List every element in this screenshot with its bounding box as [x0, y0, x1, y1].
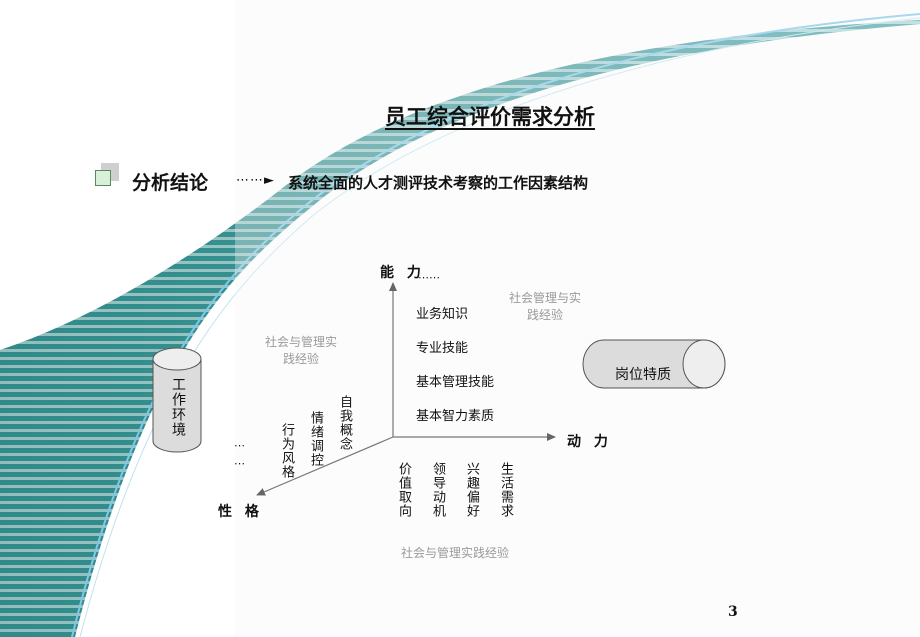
work-environment-cylinder [152, 347, 202, 453]
motivation-item-life-needs: 生活需求 [498, 462, 513, 518]
personality-item-ellipsis-2: ⋯ [234, 457, 245, 470]
ability-item-professional-skills: 专业技能 [416, 341, 469, 356]
page-title: 员工综合评价需求分析 [385, 104, 595, 129]
bullet-square-icon [95, 170, 111, 186]
ability-item-management-skills: 基本管理技能 [416, 375, 495, 390]
position-traits-cylinder [582, 339, 726, 389]
personality-axis [256, 436, 394, 496]
section-heading: 分析结论 [132, 172, 209, 194]
personality-item-ellipsis-1: ⋯ [234, 439, 245, 452]
social-practice-label-right: 社会管理与实践经验 [508, 291, 581, 322]
social-practice-label-left: 社会与管理实践经验 [264, 335, 337, 366]
ability-item-business-knowledge: 业务知识 [416, 307, 469, 322]
motivation-item-interests: 兴趣偏好 [464, 462, 479, 518]
social-practice-label-bottom: 社会与管理实践经验 [400, 546, 509, 560]
motivation-axis-label: 动 力 [567, 434, 612, 450]
section-subtitle: 系统全面的人才测评技术考察的工作因素结构 [288, 174, 589, 192]
motivation-item-values: 价值取向 [396, 462, 411, 518]
motivation-item-leadership: 领导动机 [430, 462, 445, 518]
page-number: 3 [728, 604, 738, 620]
ability-item-ellipsis: ⋯⋯ [418, 271, 440, 284]
position-traits-label: 岗位特质 [615, 367, 671, 383]
personality-item-self-concept: 自我概念 [337, 395, 352, 451]
personality-item-emotion-control: 情绪调控 [308, 411, 323, 467]
personality-axis-label: 性 格 [218, 504, 263, 520]
personality-item-behavior-style: 行为风格 [279, 423, 294, 479]
dotted-arrow-icon: ⋯⋯► [236, 173, 275, 188]
ability-item-intelligence: 基本智力素质 [416, 409, 495, 424]
ability-axis-label: 能 力 [380, 265, 425, 281]
work-environment-label: 工作环境 [170, 377, 186, 437]
